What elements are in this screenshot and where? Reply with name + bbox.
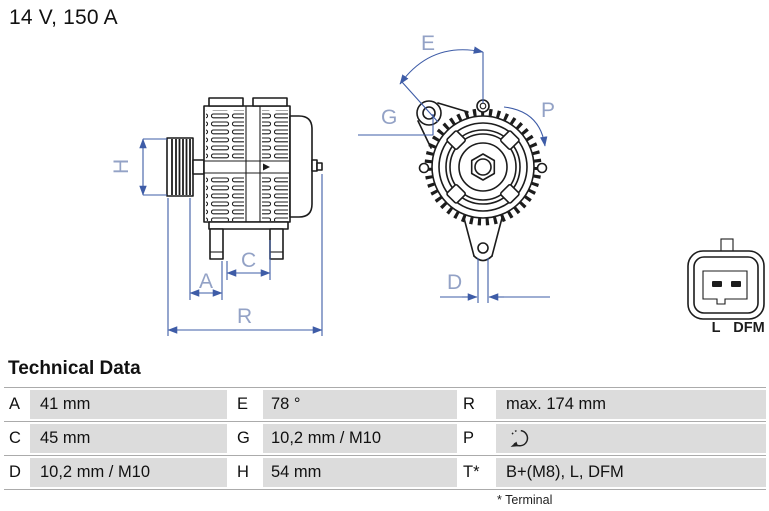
table-row: A 41 mm E 78 ° R max. 174 mm — [4, 390, 766, 419]
side-view: H A C — [110, 97, 323, 336]
connector: L DFM — [687, 238, 765, 336]
dimension-label-a: A — [199, 270, 213, 293]
dimension-a: A — [189, 198, 223, 300]
dimension-label-p: P — [541, 99, 555, 122]
mounting-ear-bottom — [463, 217, 503, 262]
dimension-e: E — [399, 32, 484, 123]
dimension-d: D — [440, 258, 550, 303]
spec-value-a: 41 mm — [30, 390, 227, 419]
connector-pin-dfm — [731, 281, 741, 287]
spec-key-c: C — [4, 429, 30, 448]
table-row: C 45 mm G 10,2 mm / M10 P — [4, 424, 766, 453]
table-divider — [4, 455, 766, 456]
side-boss — [536, 162, 548, 174]
spec-value-e: 78 ° — [263, 390, 457, 419]
spec-key-p: P — [457, 429, 496, 448]
spec-value-p — [496, 424, 766, 453]
dimension-label-d: D — [447, 271, 462, 294]
technical-data-section: Technical Data A 41 mm E 78 ° R max. 174… — [0, 356, 769, 507]
mounting-foot — [209, 228, 224, 260]
spec-value-d: 10,2 mm / M10 — [30, 458, 227, 487]
front-view: E G P — [358, 32, 555, 303]
spokes — [446, 130, 520, 204]
terminal-footnote: * Terminal — [497, 493, 553, 507]
dimension-c: C — [226, 240, 271, 280]
dimension-label-h: H — [110, 159, 133, 174]
side-boss — [418, 162, 430, 174]
spec-key-t: T* — [457, 463, 496, 482]
spec-value-r: max. 174 mm — [496, 390, 766, 419]
spec-value-h: 54 mm — [263, 458, 457, 487]
table-divider — [4, 489, 766, 490]
dimension-r: R — [167, 174, 323, 336]
rotation-direction: P — [503, 99, 555, 147]
terminal-label-dfm: DFM — [733, 320, 764, 336]
rotation-direction-arrow — [503, 106, 548, 147]
spec-value-g: 10,2 mm / M10 — [263, 424, 457, 453]
table-divider — [4, 387, 766, 388]
shaft-pointer — [263, 163, 270, 171]
housing-ring — [418, 99, 548, 226]
spec-key-g: G — [227, 429, 263, 448]
cooling-fins — [206, 110, 244, 160]
technical-data-table: A 41 mm E 78 ° R max. 174 mm C 45 mm G 1… — [4, 387, 766, 490]
dimension-label-r: R — [237, 305, 252, 328]
dimension-g: G — [358, 106, 434, 136]
technical-data-heading: Technical Data — [8, 358, 141, 379]
shaft-hub — [192, 159, 205, 175]
table-divider — [4, 421, 766, 422]
mounting-foot — [269, 228, 284, 260]
rotation-direction-clockwise-icon — [510, 429, 529, 447]
rear-cover — [289, 115, 313, 218]
spec-key-h: H — [227, 463, 263, 482]
alternator-drawing-svg: H A C — [110, 32, 765, 336]
connector-pin-l — [712, 281, 722, 287]
pulley — [166, 137, 194, 197]
spec-key-e: E — [227, 395, 263, 414]
spec-key-r: R — [457, 395, 496, 414]
page-title: 14 V, 150 A — [9, 6, 118, 29]
dimension-label-g: G — [381, 106, 397, 129]
dimension-label-c: C — [241, 249, 256, 272]
spec-value-c: 45 mm — [30, 424, 227, 453]
spec-value-t: B+(M8), L, DFM — [496, 458, 766, 487]
connector-keyway — [702, 270, 748, 305]
technical-drawing: H A C — [110, 32, 765, 336]
alternator-body-side — [203, 97, 323, 260]
spec-key-a: A — [4, 395, 30, 414]
table-row: D 10,2 mm / M10 H 54 mm T* B+(M8), L, DF… — [4, 458, 766, 487]
dimension-h: H — [110, 138, 167, 196]
spec-key-d: D — [4, 463, 30, 482]
terminal-label-l: L — [712, 320, 721, 336]
dimension-label-e: E — [421, 32, 435, 55]
